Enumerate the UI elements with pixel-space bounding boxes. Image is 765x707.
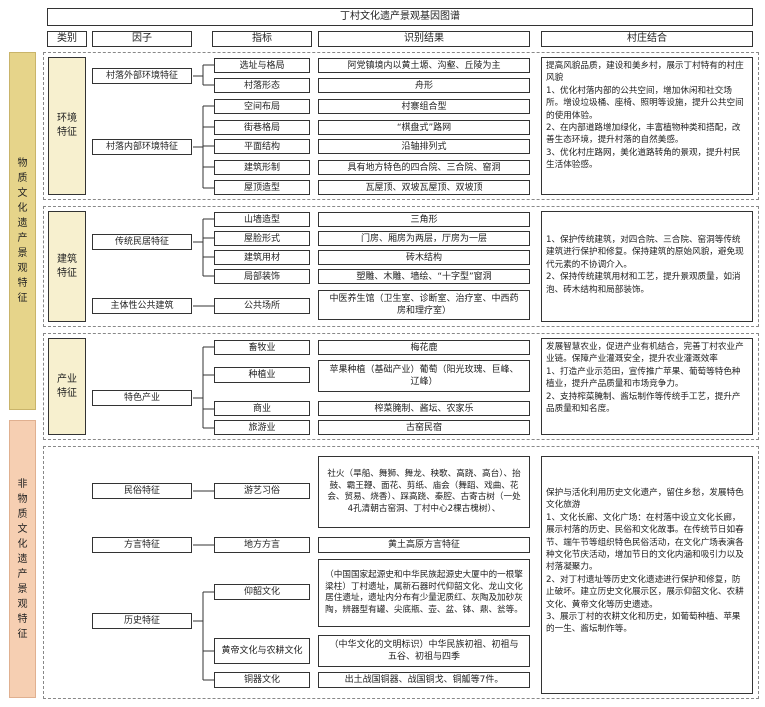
indicator-livestock: 畜牧业 [214, 340, 310, 355]
factor-internal: 村落内部环境特征 [92, 139, 192, 155]
indicator-site: 选址与格局 [214, 58, 310, 73]
result-site: 阿党镇境内以黄土塬、沟壑、丘陵为主 [318, 58, 530, 73]
factor-folk: 民俗特征 [92, 483, 192, 499]
result-planting: 苹果种植（基础产业）葡萄（阳光玫瑰、巨峰、辽峰） [318, 360, 530, 392]
group-nonmaterial-label: 非物质文化遗产景观特征 [17, 478, 28, 640]
result-eave: 门房、厢房为两层，厅房为一层 [318, 231, 530, 246]
result-dialect: 黄土高原方言特征 [318, 537, 530, 553]
result-game: 社火（旱船、舞狮、舞龙、秧歌、高跷、高台）、抬鼓、霸王鞭、面花、剪纸、庙会（舞蹈… [318, 456, 530, 528]
section-environment-label: 环境特征 [57, 113, 77, 138]
section-architecture-label: 建筑特征 [57, 253, 77, 279]
section-industry-label: 产业特征 [57, 373, 77, 399]
group-material-label: 物质文化遗产景观特征 [17, 158, 28, 304]
integration-nonmaterial: 保护与活化利用历史文化遗产，留住乡愁，发展特色文化旅游 1、文化长廊、文化广场：… [541, 456, 753, 694]
result-venue: 中医养生馆（卫生室、诊断室、治疗室、中西药房和理疗室） [318, 290, 530, 320]
result-shape: 舟形 [318, 78, 530, 93]
factor-external: 村落外部环境特征 [92, 68, 192, 84]
factor-traditional: 传统民居特征 [92, 234, 192, 250]
indicator-tourism: 旅游业 [214, 420, 310, 435]
indicator-game: 游艺习俗 [214, 483, 310, 499]
result-form: 具有地方特色的四合院、三合院、窑洞 [318, 160, 530, 175]
indicator-planting: 种植业 [214, 367, 310, 383]
result-bronze: 出土战国铜器、战国铜戈、铜觚等7件。 [318, 672, 530, 688]
indicator-shape: 村落形态 [214, 78, 310, 93]
indicator-roof: 屋顶造型 [214, 180, 310, 195]
result-decor: 塑雕、木雕、墙绘、“十字型”窗洞 [318, 269, 530, 284]
indicator-material: 建筑用材 [214, 250, 310, 265]
result-street: “棋盘式”路网 [318, 120, 530, 135]
result-livestock: 梅花鹿 [318, 340, 530, 355]
header-factor: 因子 [92, 31, 192, 47]
section-architecture: 建筑特征 [48, 211, 86, 322]
result-material: 砖木结构 [318, 250, 530, 265]
frame-environment [43, 52, 759, 200]
indicator-commerce: 商业 [214, 401, 310, 416]
indicator-decor: 局部装饰 [214, 269, 310, 284]
result-plane: 沿轴排列式 [318, 139, 530, 154]
header-result: 识别结果 [318, 31, 530, 47]
result-tourism: 古窑民宿 [318, 420, 530, 435]
result-space: 村寨组合型 [318, 99, 530, 114]
result-yangshao: （中国国家起源史和中华民族起源史大厦中的一根擎梁柱）丁村遗址，属新石器时代仰韶文… [318, 559, 530, 627]
result-commerce: 榨菜腌制、酱坛、农家乐 [318, 401, 530, 416]
header-integration: 村庄结合 [541, 31, 753, 47]
result-huangdi: （中华文化的文明标识）中华民族初祖、初祖与五谷、初祖与四季 [318, 635, 530, 667]
indicator-dialect: 地方方言 [214, 537, 310, 553]
header-indicator: 指标 [212, 31, 312, 47]
indicator-huangdi: 黄帝文化与农耕文化 [214, 638, 310, 664]
factor-public: 主体性公共建筑 [92, 298, 192, 314]
result-roof: 瓦屋顶、双坡瓦屋顶、双坡顶 [318, 180, 530, 195]
integration-architecture: 1、保护传统建筑，对四合院、三合院、窑洞等传统建筑进行保护和修复。保持建筑的原始… [541, 211, 753, 322]
factor-featured-industry: 特色产业 [92, 390, 192, 406]
integration-environment: 提高风貌品质，建设和美乡村，展示丁村特有的村庄风貌 1、优化村落内部的公共空间，… [541, 57, 753, 195]
diagram-title: 丁村文化遗产景观基因图谱 [47, 8, 753, 26]
integration-industry: 发展智慧农业，促进产业有机结合，完善丁村农业产业链。保障产业灌溉安全，提升农业灌… [541, 338, 753, 435]
frame-architecture [43, 206, 759, 327]
section-industry: 产业特征 [48, 338, 86, 435]
group-material: 物质文化遗产景观特征 [9, 52, 36, 410]
indicator-gable: 山墙造型 [214, 212, 310, 227]
group-nonmaterial: 非物质文化遗产景观特征 [9, 420, 36, 698]
indicator-space: 空间布局 [214, 99, 310, 114]
result-gable: 三角形 [318, 212, 530, 227]
indicator-venue: 公共场所 [214, 298, 310, 314]
indicator-bronze: 铜器文化 [214, 672, 310, 688]
factor-history: 历史特征 [92, 613, 192, 629]
indicator-street: 街巷格局 [214, 120, 310, 135]
frame-nonmaterial [43, 446, 759, 699]
indicator-yangshao: 仰韶文化 [214, 584, 310, 600]
factor-dialect: 方言特征 [92, 537, 192, 553]
indicator-plane: 平面结构 [214, 139, 310, 154]
indicator-eave: 屋脸形式 [214, 231, 310, 246]
indicator-form: 建筑形制 [214, 160, 310, 175]
header-category: 类别 [47, 31, 87, 47]
frame-industry [43, 333, 759, 440]
section-environment: 环境特征 [48, 57, 86, 195]
